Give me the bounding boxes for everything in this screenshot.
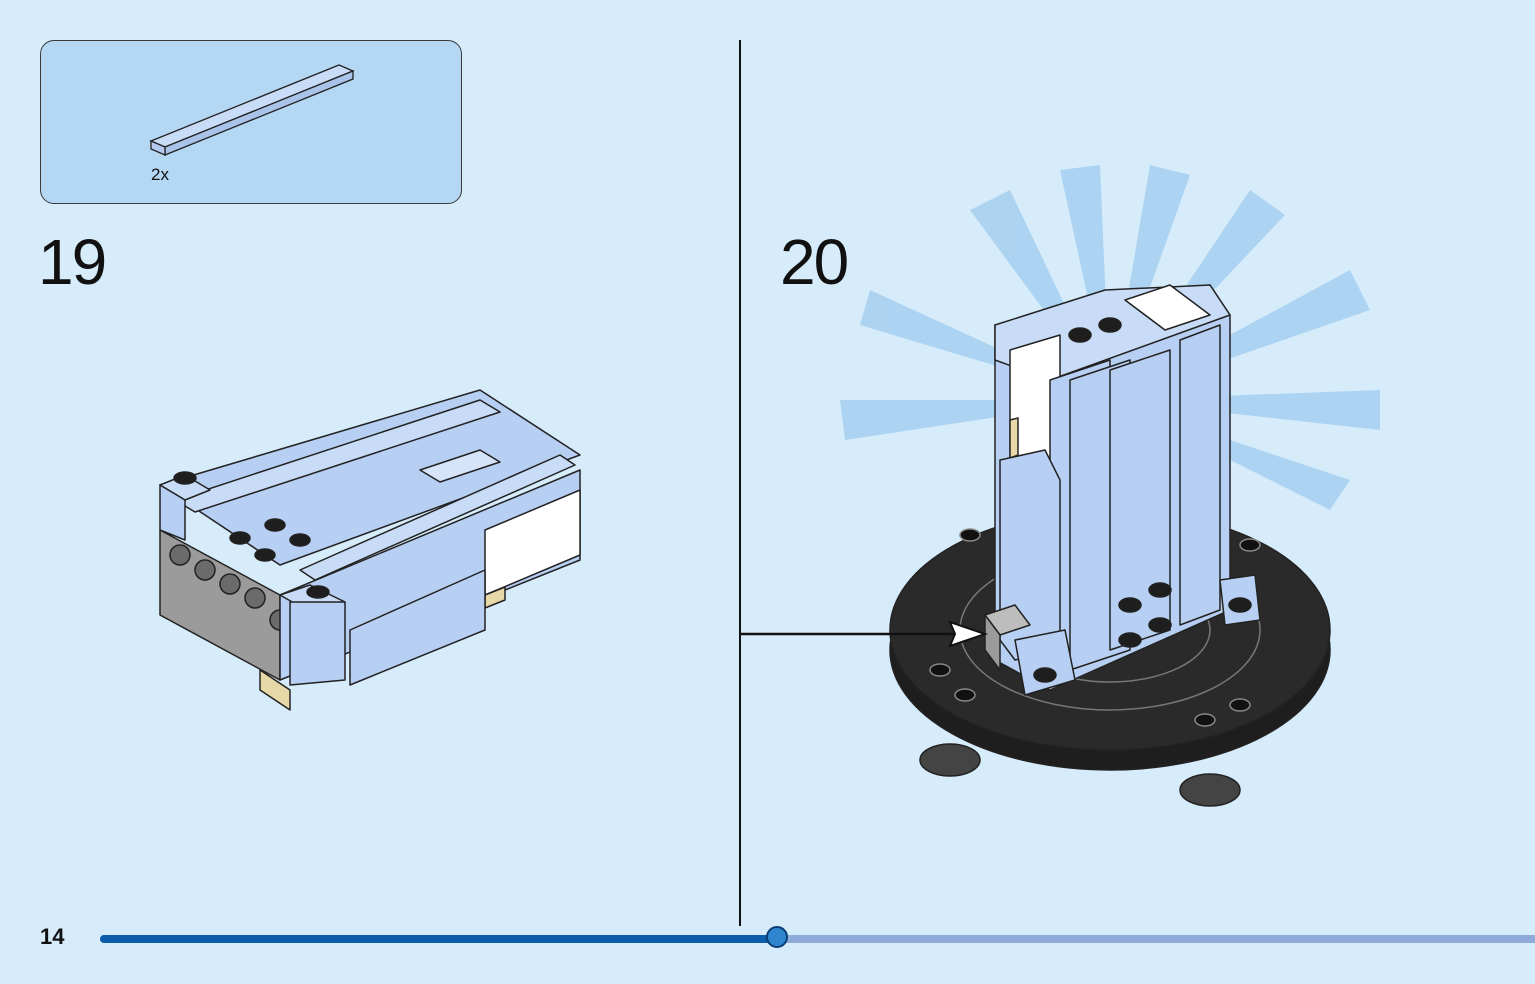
step-number-19: 19 bbox=[38, 226, 107, 298]
step-19-model-illustration bbox=[159, 389, 581, 711]
part-quantity: 2x bbox=[151, 165, 169, 184]
parts-callout: 2x bbox=[40, 40, 462, 204]
step-number-20: 20 bbox=[780, 226, 849, 298]
page-number: 14 bbox=[40, 924, 65, 949]
step-divider bbox=[739, 40, 741, 926]
callout-arrow bbox=[740, 620, 989, 648]
tile-part-illustration bbox=[149, 64, 355, 156]
progress-bar bbox=[100, 926, 1535, 948]
step-20-model-illustration bbox=[840, 165, 1380, 807]
progress-knob-icon bbox=[766, 926, 789, 948]
progress-bar-fill bbox=[100, 935, 778, 943]
